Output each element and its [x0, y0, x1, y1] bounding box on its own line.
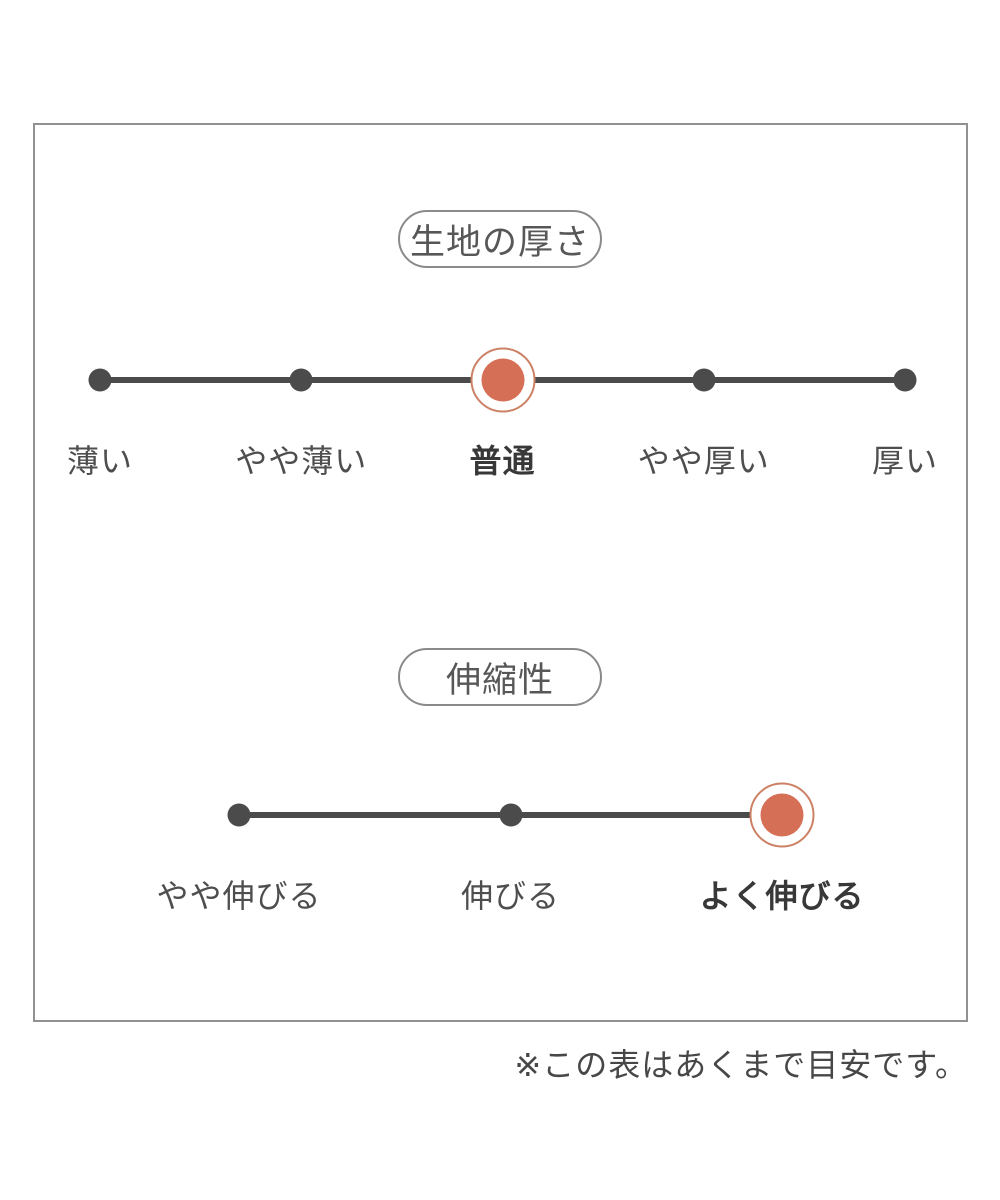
level-dot: [499, 803, 522, 827]
thickness-title: 生地の厚さ: [409, 222, 590, 263]
thickness-title-pill: 生地の厚さ: [398, 210, 602, 268]
selected-level-dot: [481, 358, 524, 402]
level-dot: [289, 368, 313, 392]
stretch-title: 伸縮性: [445, 660, 554, 701]
level-dot: [893, 368, 917, 392]
scale-option-label: 伸びる: [460, 877, 561, 915]
scale-option-label: 普通: [469, 442, 536, 480]
level-dot: [692, 368, 716, 392]
scale-option-label: やや薄い: [235, 442, 368, 480]
spec-chart-panel: [33, 123, 968, 1022]
scale-option-label: 厚い: [871, 442, 939, 480]
level-dot: [88, 368, 112, 392]
scale-option-label: 薄い: [66, 442, 134, 480]
selected-level-dot: [760, 793, 804, 837]
scale-option-label: やや伸びる: [156, 877, 322, 915]
level-dot: [227, 803, 251, 827]
stretch-title-pill: 伸縮性: [398, 648, 602, 706]
disclaimer-note: ※この表はあくまで目安です。: [514, 1046, 968, 1084]
scale-option-label: やや厚い: [637, 442, 770, 480]
scale-option-label: よく伸びる: [699, 877, 865, 915]
